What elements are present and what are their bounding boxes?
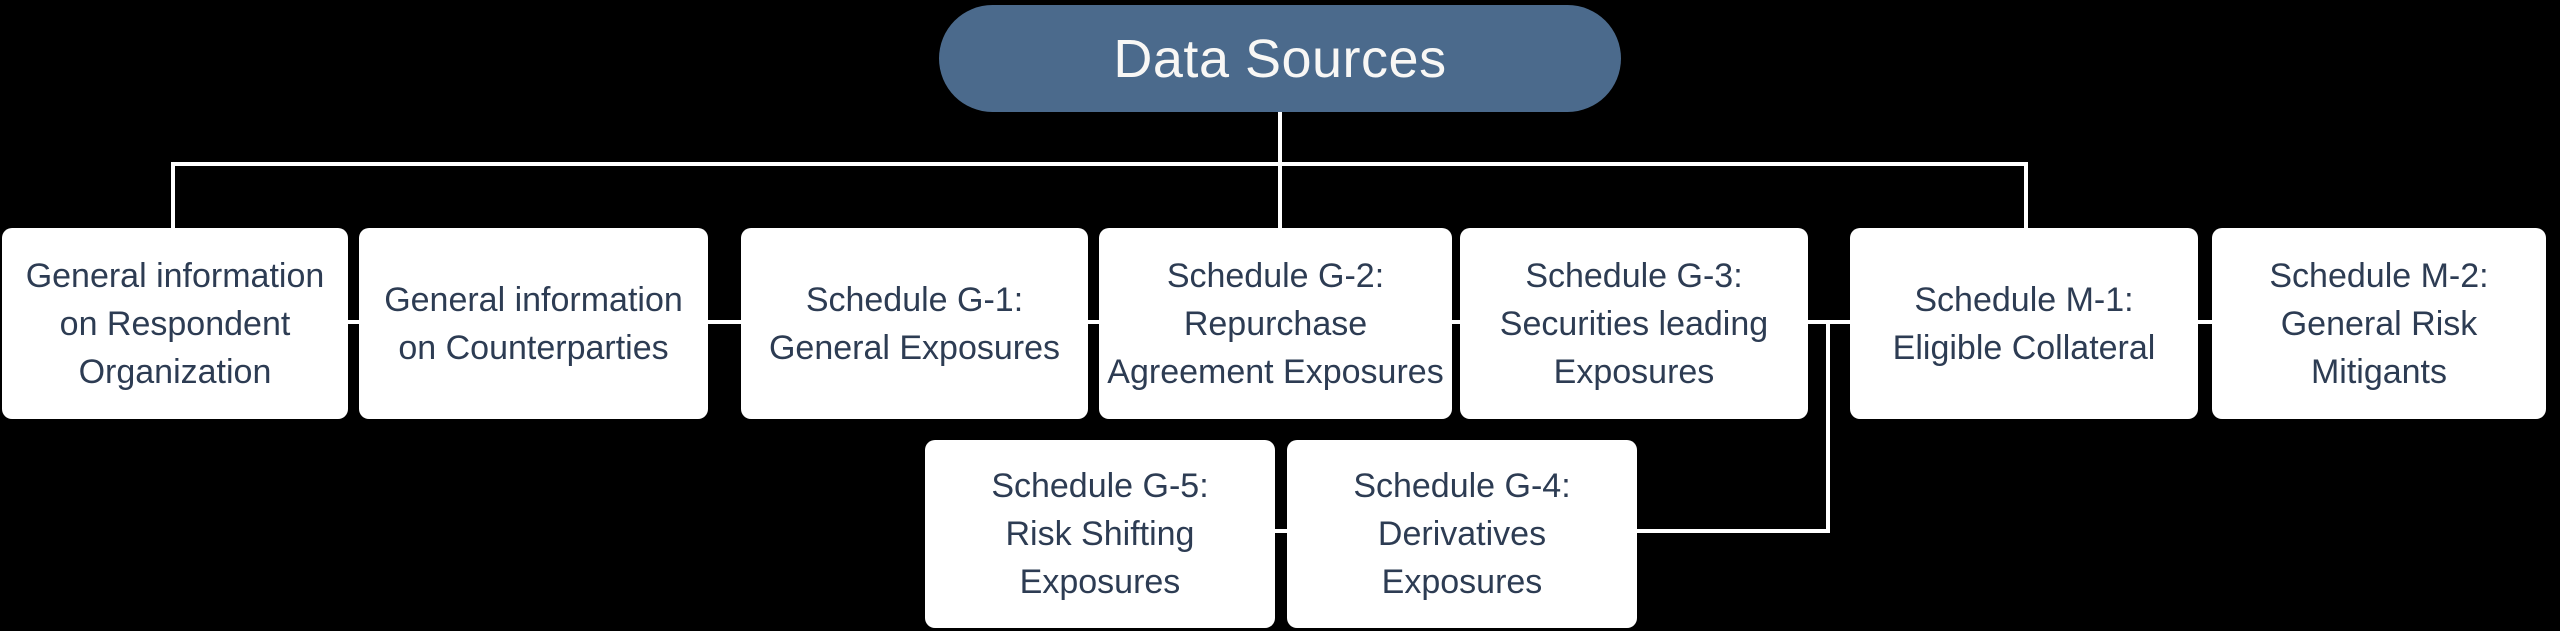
node-label: Schedule G-2: Repurchase Agreement Expos… <box>1107 256 1444 391</box>
node-label: Schedule G-3: Securities leading Exposur… <box>1499 256 1769 391</box>
node-schedule-g2-repurchase-agreement-exposures: Schedule G-2: Repurchase Agreement Expos… <box>1099 228 1452 419</box>
node-label: Schedule M-1: Eligible Collateral <box>1892 280 2156 367</box>
node-label: Schedule G-4: Derivatives Exposures <box>1353 467 1571 601</box>
node-label: Schedule G-1: General Exposures <box>768 280 1061 367</box>
root-node-data-sources: Data Sources <box>939 5 1621 112</box>
root-node-label: Data Sources <box>1113 28 1447 89</box>
connector-g4-elbow-horizontal <box>1635 529 1828 533</box>
node-general-information-counterparties: General information on Counterparties <box>359 228 708 419</box>
node-schedule-g1-general-exposures: Schedule G-1: General Exposures <box>741 228 1088 419</box>
node-schedule-m2-general-risk-mitigants: Schedule M-2: General Risk Mitigants <box>2212 228 2546 419</box>
node-label: Schedule M-2: General Risk Mitigants <box>2269 256 2489 391</box>
node-schedule-g5-risk-shifting-exposures: Schedule G-5: Risk Shifting Exposures <box>925 440 1275 628</box>
node-label: General information on Respondent Organi… <box>25 256 325 391</box>
connector-g5-g4 <box>1273 529 1289 533</box>
node-general-information-respondent-organization: General information on Respondent Organi… <box>2 228 348 419</box>
connector-drop-left <box>171 164 175 228</box>
connector-box2-box3 <box>706 320 743 324</box>
connector-box4-box5 <box>1450 320 1462 324</box>
node-label: General information on Counterparties <box>384 280 683 367</box>
node-schedule-g3-securities-leading-exposures: Schedule G-3: Securities leading Exposur… <box>1460 228 1808 419</box>
connector-box6-box7 <box>2196 320 2214 324</box>
node-schedule-g4-derivatives-exposures: Schedule G-4: Derivatives Exposures <box>1287 440 1637 628</box>
connector-g4-elbow-vertical <box>1826 322 1830 533</box>
node-schedule-m1-eligible-collateral: Schedule M-1: Eligible Collateral <box>1850 228 2198 419</box>
connector-drop-right <box>2024 164 2028 228</box>
connector-top-bar <box>171 162 2028 166</box>
connector-box1-box2 <box>346 320 361 324</box>
connector-box3-box4 <box>1086 320 1101 324</box>
connector-root-stem <box>1278 110 1282 228</box>
node-label: Schedule G-5: Risk Shifting Exposures <box>991 467 1209 601</box>
